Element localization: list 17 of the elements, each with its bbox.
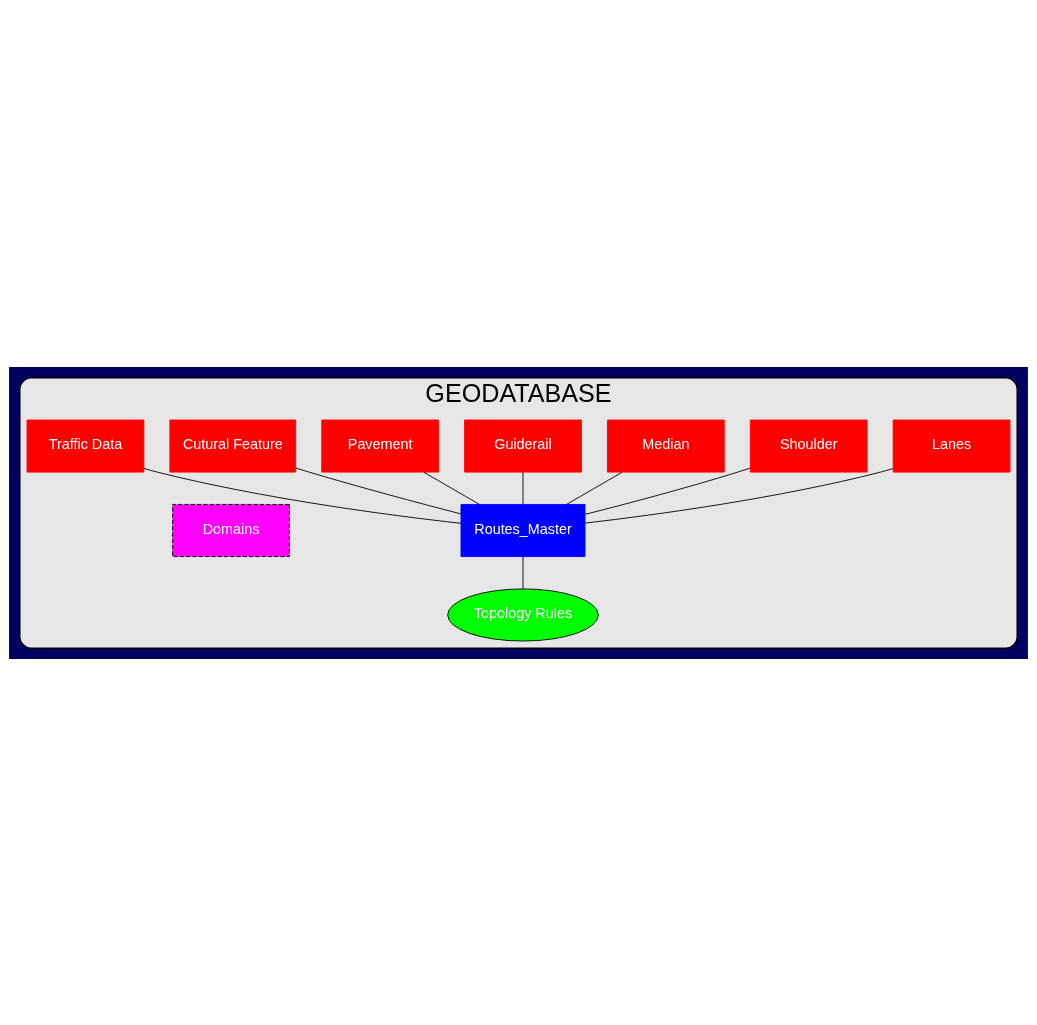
node-box: Pavement [321,419,439,473]
connector [295,467,462,514]
node-box: Routes_Master [460,503,586,557]
node-box: Cutural Feature [169,419,297,473]
node-box: Traffic Data [26,419,145,473]
node-box: Guiderail [464,419,582,473]
connector [584,467,894,524]
node-box: Domains [172,503,290,557]
connector [522,555,524,589]
node-box: Median [607,419,725,473]
connector [584,467,751,515]
node-ellipse: Topology Rules [447,587,599,641]
connector [566,471,623,505]
connector [143,467,462,524]
node-box: Lanes [892,419,1011,473]
node-box: Shoulder [749,419,868,473]
connector [423,471,480,505]
